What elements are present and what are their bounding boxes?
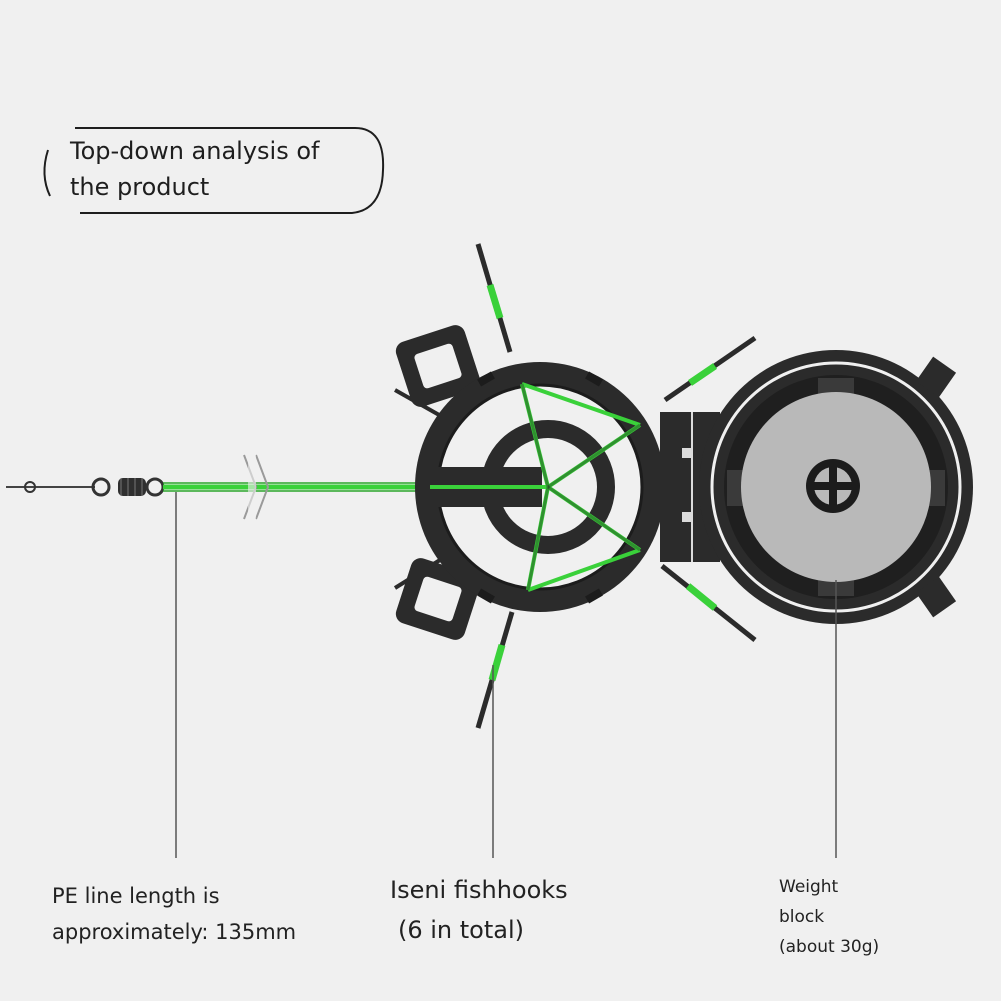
weight-label-2: block [779,907,825,927]
fishhook-icon [475,243,513,353]
ring-icon [24,481,36,493]
pe-line-label-1: PE line length is [52,884,220,908]
title-line-1: Top-down analysis of [70,137,320,165]
leader-lines [175,492,837,858]
title-frame [43,127,385,214]
pe-line-label-2: approximately: 135mm [52,920,297,944]
diagram-title: Top-down analysis of the product [70,133,319,205]
green-spokes [430,382,642,592]
fishhook-icon [475,611,515,729]
right-housing [699,350,973,624]
swivel-icon [118,477,165,497]
weight-label-3: (about 30g) [779,937,880,957]
left-housing [395,325,665,640]
split-ring-icon [91,477,111,497]
pe-line-assembly [6,454,430,520]
mount-tab [395,325,481,407]
weight-callout: Weight block (about 30g) [779,872,879,962]
weight-label-1: Weight [779,877,839,897]
weight-disc-icon [741,392,931,582]
fishhook-icon [660,564,757,642]
fishhooks-callout: Iseni fishhooks (6 in total) [390,870,568,950]
pe-line-callout: PE line length is approximately: 135mm [52,878,296,950]
title-line-2: the product [70,173,210,201]
fishhooks-label-1: Iseni fishhooks [390,876,568,904]
fishhook-icon [663,335,757,403]
fishhooks-label-2: (6 in total) [398,916,525,944]
